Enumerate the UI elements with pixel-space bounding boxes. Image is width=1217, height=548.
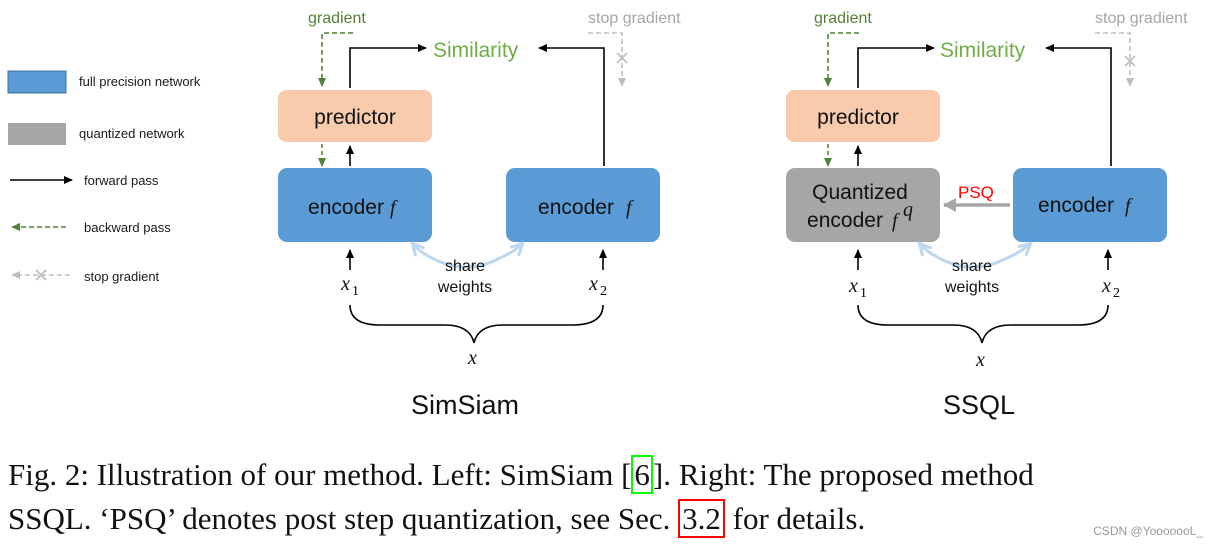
ssql-predictor-to-similarity-arrow [857, 44, 935, 88]
simsiam-share-arrow-right [499, 244, 522, 260]
caption-line2-start: SSQL. ‘PSQ’ denotes post step quantizati… [8, 501, 679, 536]
simsiam-x1-label: x [340, 273, 350, 295]
legend-backward-label: backward pass [84, 220, 171, 235]
ssql-predictor-box [786, 90, 940, 142]
ssql-x-label: x [975, 349, 985, 371]
simsiam-encoder-left-box [278, 168, 432, 242]
legend-full-precision-label: full precision network [79, 74, 201, 89]
simsiam-weights-label: weights [437, 279, 492, 296]
ssql-title: SSQL [943, 390, 1015, 420]
ssql-share-label: share [952, 258, 992, 275]
simsiam-predictor-box [278, 90, 432, 142]
simsiam-encoder-left-f: f [390, 197, 398, 219]
ssql-encoder-to-similarity-arrow [1045, 44, 1112, 166]
ssql-stop-gradient-label: stop gradient [1095, 10, 1188, 27]
simsiam-encoder-right-label: encoder [538, 196, 614, 219]
simsiam-gradient-label: gradient [308, 10, 366, 27]
simsiam-panel: gradient stop gradient Similarity predic… [278, 10, 681, 420]
simsiam-title: SimSiam [411, 390, 519, 420]
caption-line1-end: . Right: The proposed method [663, 457, 1034, 492]
simsiam-encoder-right-box [506, 168, 660, 242]
ssql-gradient-label: gradient [814, 10, 872, 27]
ssql-quantized-q: q [903, 199, 913, 221]
ssql-quantized-line2: encoder [807, 209, 883, 232]
section-link-3-2[interactable]: 3.2 [678, 499, 725, 538]
simsiam-share-arrow-left [413, 244, 433, 260]
legend: full precision network quantized network… [7, 70, 201, 284]
ssql-gradient-arrow [824, 32, 859, 87]
ssql-similarity-label: Similarity [940, 39, 1026, 62]
caption-line-1: Fig. 2: Illustration of our method. Left… [8, 455, 1034, 494]
ssql-stop-gradient-arrow [1095, 32, 1134, 87]
legend-full-precision-swatch [7, 70, 67, 94]
legend-stop-cross-icon [35, 269, 47, 281]
simsiam-brace [349, 304, 604, 344]
ssql-brace [857, 304, 1109, 344]
simsiam-x1-sub: 1 [352, 284, 359, 299]
ssql-x2-label: x [1101, 275, 1111, 297]
caption-line1-start: Fig. 2: Illustration of our method. Left… [8, 457, 622, 492]
ssql-predictor-label: predictor [817, 106, 899, 129]
ssql-x1-label: x [848, 275, 858, 297]
simsiam-stop-gradient-label: stop gradient [588, 10, 681, 27]
ssql-stop-cross-icon [1124, 55, 1136, 67]
citation-link-6[interactable]: 6 [631, 455, 653, 494]
simsiam-share-arc [431, 256, 501, 269]
ssql-encoder-right-f: f [1125, 195, 1133, 217]
legend-quantized-label: quantized network [79, 126, 185, 141]
ssql-encoder-right-label: encoder [1038, 194, 1114, 217]
legend-forward-label: forward pass [84, 173, 159, 188]
ssql-panel: gradient stop gradient Similarity predic… [786, 10, 1188, 420]
ssql-quantized-line1: Quantized [812, 181, 908, 204]
simsiam-stop-gradient-arrow [588, 32, 626, 87]
caption-line-2: SSQL. ‘PSQ’ denotes post step quantizati… [8, 497, 1217, 541]
figure-caption: Fig. 2: Illustration of our method. Left… [8, 453, 1217, 541]
simsiam-encoder-to-similarity-arrow [538, 44, 605, 166]
simsiam-predictor-label: predictor [314, 106, 396, 129]
caption-line2-end: for details. [724, 501, 866, 536]
legend-stop-label: stop gradient [84, 269, 160, 284]
ssql-weights-label: weights [944, 279, 999, 296]
ssql-x2-sub: 2 [1113, 286, 1120, 301]
simsiam-encoder-right-f: f [626, 197, 634, 219]
simsiam-x2-label: x [588, 273, 598, 295]
ssql-share-arrow-right [1006, 244, 1030, 260]
simsiam-gradient-arrow [318, 32, 353, 87]
ssql-share-arc [938, 256, 1008, 269]
simsiam-stop-cross-icon [616, 52, 628, 64]
simsiam-share-label: share [445, 258, 485, 275]
simsiam-encoder-left-label: encoder [308, 196, 384, 219]
simsiam-similarity-label: Similarity [433, 39, 519, 62]
ssql-x1-sub: 1 [860, 286, 867, 301]
simsiam-predictor-to-similarity-arrow [349, 44, 427, 88]
ssql-quantized-encoder-box [786, 168, 940, 242]
legend-quantized-swatch [8, 123, 66, 145]
ssql-quantized-f: f [892, 210, 900, 232]
watermark: CSDN @YooooooL_ [1093, 524, 1203, 538]
ssql-share-arrow-left [920, 244, 940, 260]
simsiam-x2-sub: 2 [600, 284, 607, 299]
ssql-encoder-right-box [1013, 168, 1167, 242]
ssql-psq-label: PSQ [958, 183, 994, 202]
simsiam-x-label: x [467, 347, 477, 369]
